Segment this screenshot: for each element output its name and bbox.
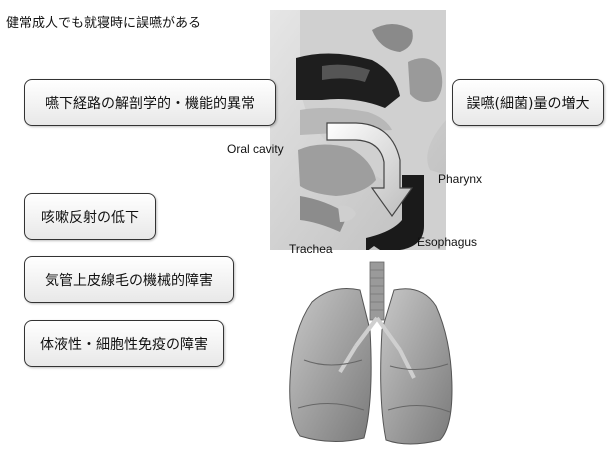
- box-aspiration-increase: 誤嚥(細菌)量の増大: [452, 79, 604, 126]
- label-oral-cavity: Oral cavity: [227, 142, 284, 156]
- lungs-image: [256, 250, 452, 450]
- label-trachea: Trachea: [289, 242, 333, 256]
- box-cough-reflex-text: 咳嗽反射の低下: [41, 207, 139, 227]
- box-aspiration-increase-text: 誤嚥(細菌)量の増大: [467, 93, 590, 113]
- box-cilia-damage-text: 気管上皮線毛の機械的障害: [45, 270, 213, 290]
- box-cilia-damage: 気管上皮線毛の機械的障害: [24, 256, 234, 303]
- label-pharynx: Pharynx: [438, 172, 482, 186]
- box-immunity-disorder: 体液性・細胞性免疫の障害: [24, 320, 224, 367]
- box-anatomical-abnormality: 嚥下経路の解剖学的・機能的異常: [24, 79, 276, 126]
- box-immunity-disorder-text: 体液性・細胞性免疫の障害: [40, 334, 208, 354]
- box-anatomical-abnormality-text: 嚥下経路の解剖学的・機能的異常: [45, 93, 255, 113]
- label-esophagus: Esophagus: [417, 235, 477, 249]
- box-cough-reflex: 咳嗽反射の低下: [24, 193, 156, 240]
